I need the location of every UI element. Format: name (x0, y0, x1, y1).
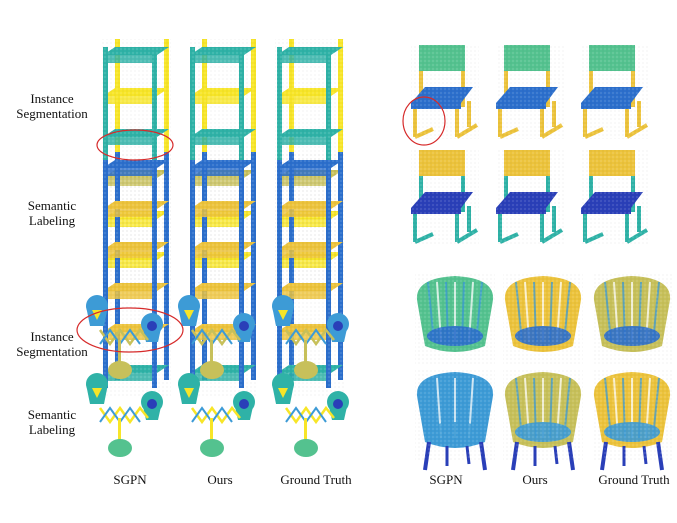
lamp-base (294, 439, 318, 457)
semantic-label-line2: Labeling (28, 422, 76, 437)
column-label-gt-right: Ground Truth (598, 472, 670, 487)
shelf-semantic-sgpn (101, 152, 171, 396)
round-chair-semantic-gt (592, 370, 672, 471)
chair-instance-gt (581, 45, 649, 139)
lamp-instance-sgpn (86, 295, 163, 379)
round-chair-instance-ours (503, 274, 583, 364)
row-label-instance-top: Instance Segmentation (0, 91, 104, 121)
column-label-gt-left: Ground Truth (280, 472, 352, 487)
semantic-label-line1: Semantic (27, 198, 77, 213)
column-label-ours-left: Ours (207, 472, 233, 487)
semantic-label-line1: Semantic (27, 407, 77, 422)
chair-semantic-gt (581, 150, 649, 244)
chair-point-clouds (411, 45, 649, 244)
instance-label-line2: Segmentation (16, 344, 88, 359)
column-label-sgpn-left: SGPN (113, 472, 147, 487)
round-chair-point-clouds (415, 274, 672, 471)
lamp-base (108, 361, 132, 379)
round-chair-instance-sgpn (415, 274, 495, 364)
lamp-instance-ours (178, 295, 255, 379)
lamp-base (200, 439, 224, 457)
lamp-semantic-sgpn (86, 373, 163, 457)
instance-label-line1: Instance (30, 91, 74, 106)
row-label-semantic-bottom: Semantic Labeling (0, 407, 104, 437)
column-label-sgpn-right: SGPN (429, 472, 463, 487)
lamp-base (200, 361, 224, 379)
instance-label-line1: Instance (30, 329, 74, 344)
instance-label-line2: Segmentation (16, 106, 88, 121)
shelf-point-clouds (101, 39, 345, 396)
highlight-ellipse-shelf (96, 129, 174, 161)
chair-semantic-sgpn (411, 150, 479, 244)
lamp-instance-gt (272, 295, 349, 379)
lamp-base (108, 439, 132, 457)
row-label-semantic-top: Semantic Labeling (0, 198, 104, 228)
round-chair-semantic-sgpn (415, 370, 495, 471)
highlight-ellipse-chair (402, 96, 446, 146)
lamp-semantic-gt (272, 373, 349, 457)
highlight-ellipse-lamp (76, 307, 184, 353)
chair-instance-ours (496, 45, 564, 139)
semantic-label-line2: Labeling (28, 213, 76, 228)
chair-semantic-ours (496, 150, 564, 244)
column-label-ours-right: Ours (522, 472, 548, 487)
shelf-semantic-ours (188, 152, 258, 396)
lamp-base (294, 361, 318, 379)
lamp-point-clouds (86, 295, 349, 457)
round-chair-semantic-ours (503, 370, 583, 471)
shelf-semantic-gt (275, 152, 345, 396)
lamp-semantic-ours (178, 373, 255, 457)
round-chair-instance-gt (592, 274, 672, 364)
row-label-instance-bottom: Instance Segmentation (0, 329, 104, 359)
